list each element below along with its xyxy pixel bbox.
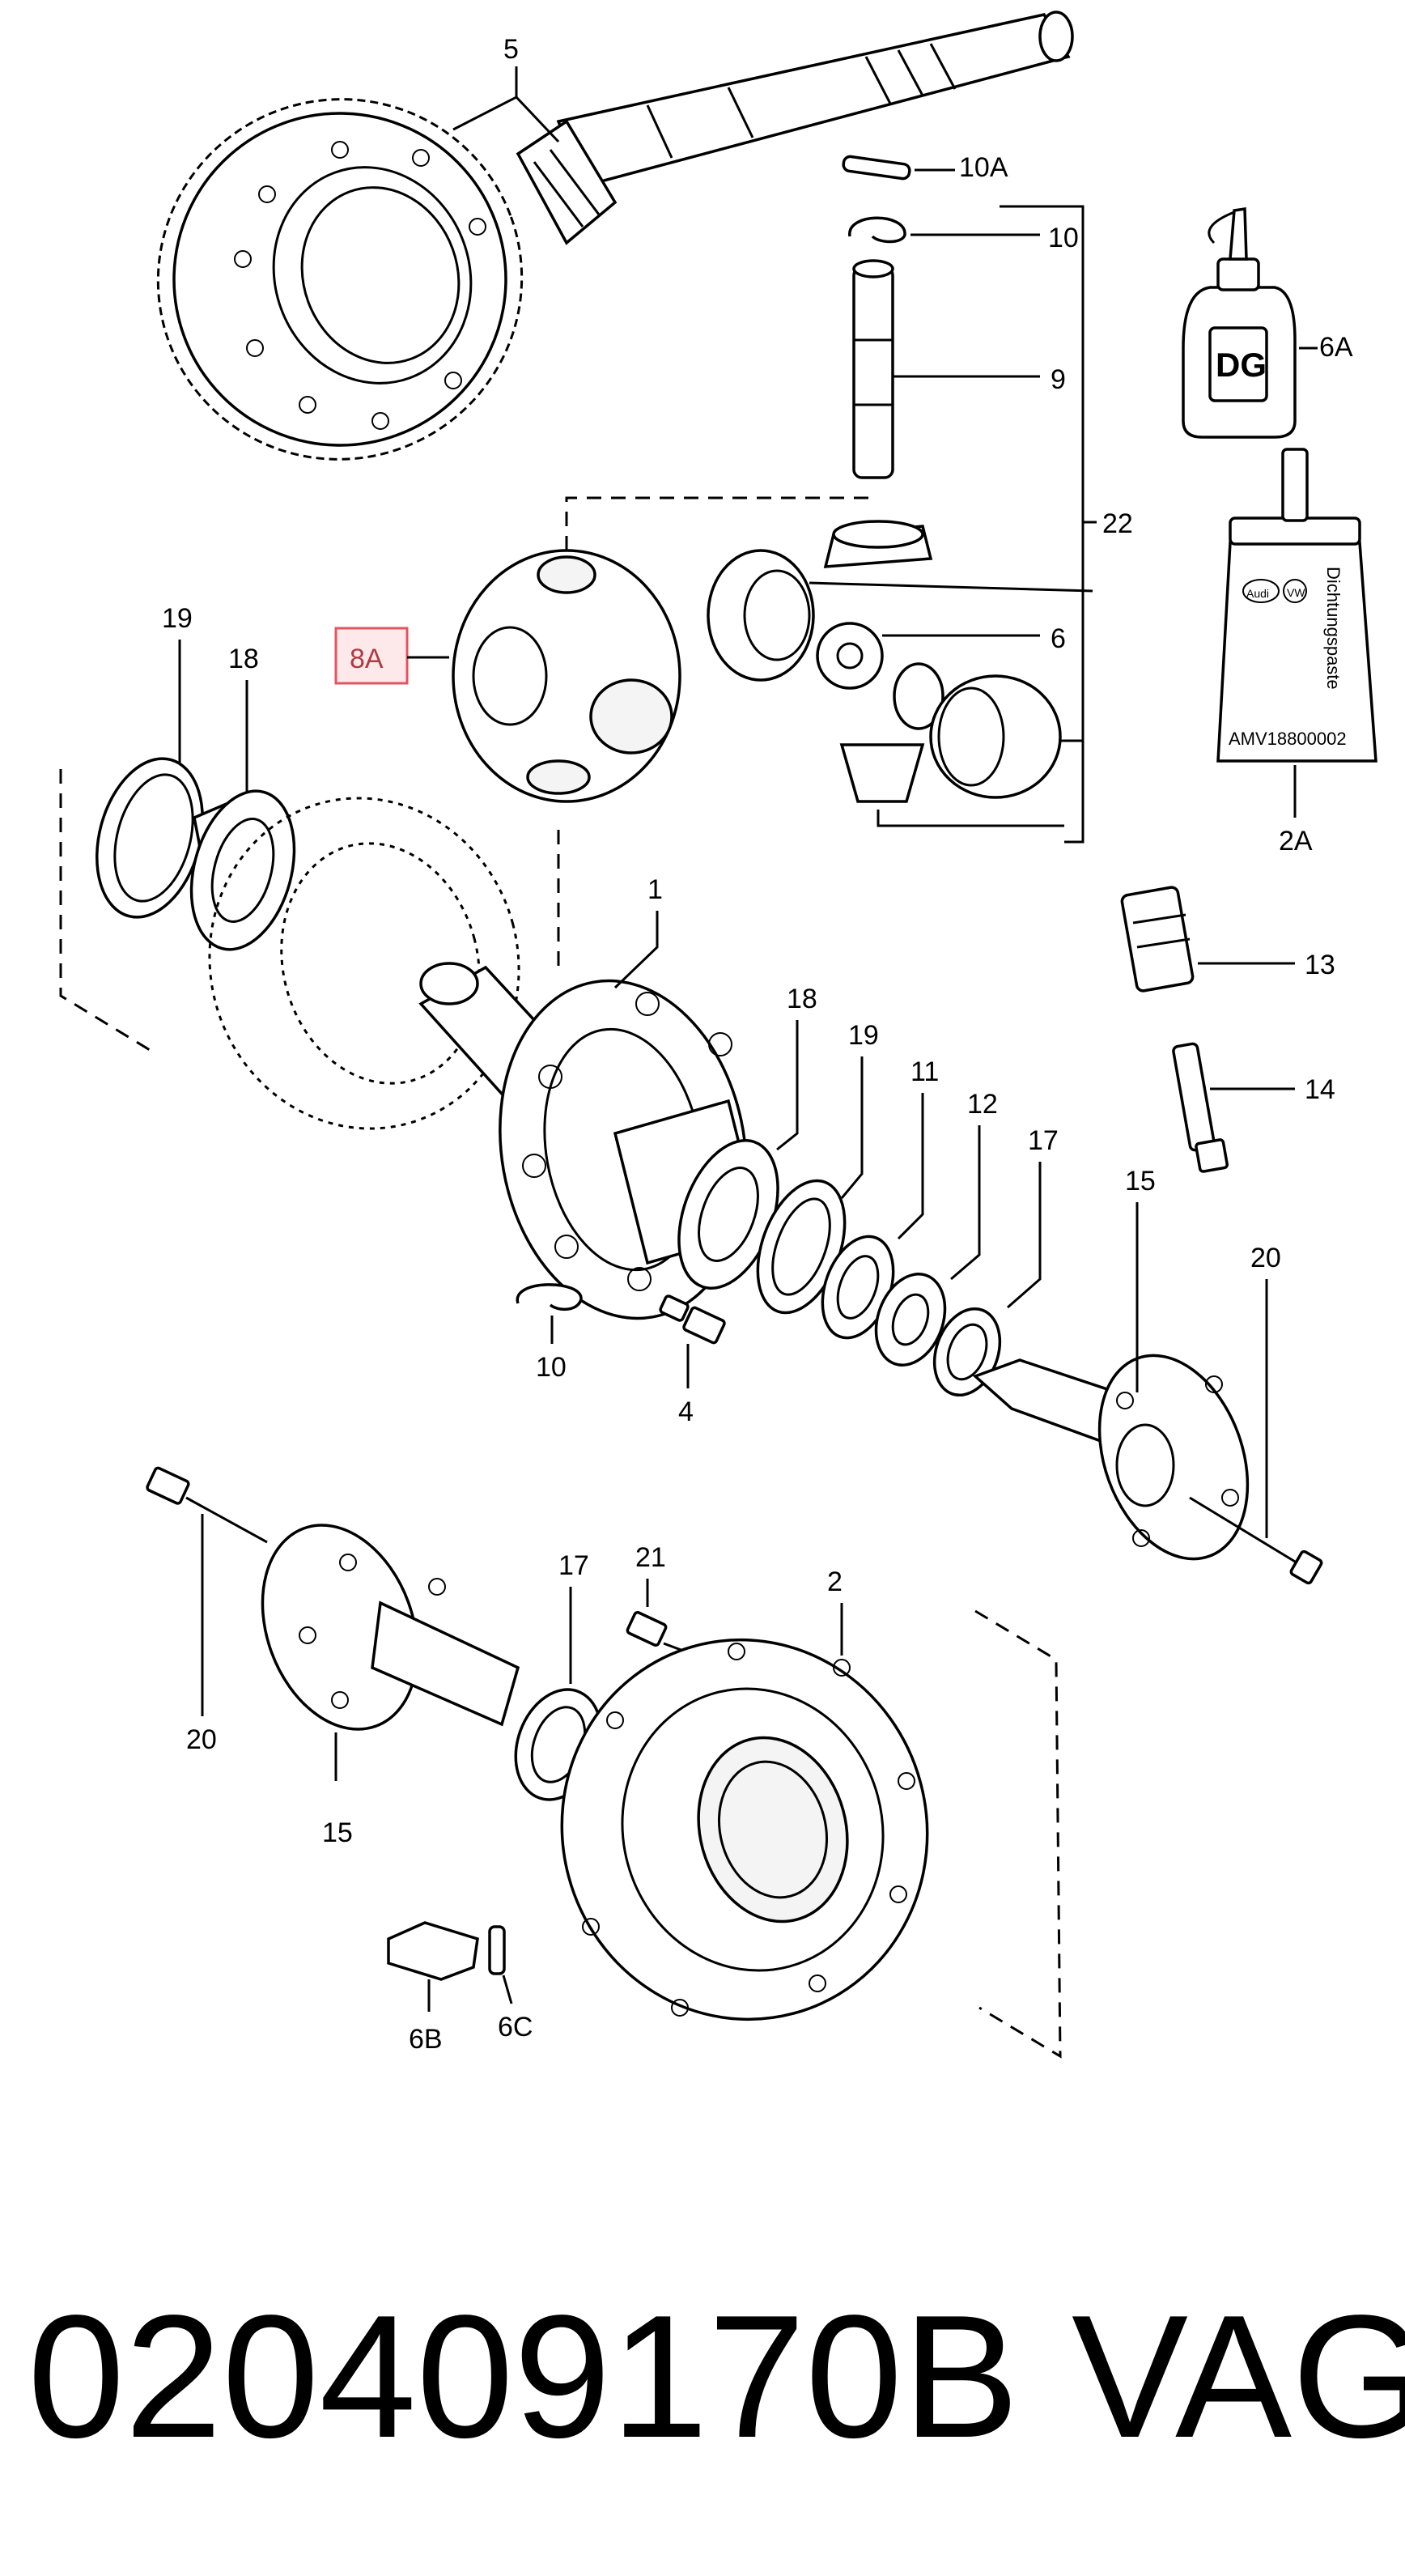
part-number: 020409170B [28, 2278, 1020, 2474]
label-6: 6 [1051, 623, 1066, 654]
label-22: 22 [1102, 508, 1133, 539]
dash-8a [565, 496, 870, 550]
ring-gear-outline [208, 797, 520, 1130]
label-17-bottom: 17 [558, 1550, 589, 1581]
label-10a: 10A [959, 152, 1008, 183]
highlight-8a [334, 627, 409, 685]
label-12: 12 [967, 1089, 998, 1120]
leader-19-mid [840, 1056, 864, 1199]
label-5: 5 [503, 34, 519, 65]
label-20-mid: 20 [1250, 1243, 1281, 1273]
bolt-part-20-mid [1189, 1496, 1323, 1585]
leader-18-mid [776, 1020, 799, 1151]
flange-shaft-part-15-mid [972, 1354, 1250, 1561]
tube-logo-right: VW [1287, 586, 1305, 599]
leader-5 [452, 66, 518, 131]
speedo-gear-part-11 [821, 1235, 895, 1340]
bearing-part-18-mid [677, 1139, 779, 1290]
label-10-top: 10 [1048, 223, 1079, 253]
ring-gear-outline-inner [280, 842, 481, 1085]
leader-17-mid [1007, 1162, 1042, 1309]
flange-shaft-part-15-bottom [261, 1524, 520, 1731]
dash-cover [974, 1609, 1062, 2059]
label-8a: 8A [350, 644, 384, 674]
bracket-22 [1000, 205, 1085, 844]
leader-5b [515, 96, 560, 143]
label-13: 13 [1305, 950, 1335, 980]
label-19-mid: 19 [848, 1020, 879, 1051]
label-6b: 6B [409, 2024, 443, 2055]
label-1: 1 [647, 874, 663, 905]
label-15-bottom: 15 [322, 1817, 353, 1848]
label-21: 21 [635, 1542, 666, 1573]
sealing-paste-tube-part-2a: Audi VW Dichtungspaste AMV18800002 [1216, 448, 1377, 763]
leader-11 [897, 1093, 924, 1240]
leader-22b [809, 581, 1093, 593]
label-20-bottom: 20 [186, 1724, 217, 1755]
caption: 020409170B VAG [28, 2263, 1405, 2489]
tube-text: Dichtungspaste [1323, 567, 1343, 690]
circlip-part-10-bottom [516, 1283, 583, 1311]
label-2: 2 [827, 1566, 843, 1597]
nut-part-12 [874, 1273, 947, 1367]
label-6a: 6A [1319, 332, 1353, 363]
tube-logo-left: Audi [1246, 587, 1269, 600]
label-9: 9 [1051, 364, 1066, 395]
leader-12 [950, 1125, 981, 1281]
label-11: 11 [910, 1056, 939, 1087]
pin-part-6c [488, 1925, 506, 1975]
leader-6c [502, 1975, 513, 2004]
label-19-left: 19 [162, 603, 193, 634]
ring-gear-and-pinion-part-5 [156, 11, 1074, 461]
label-6c: 6C [498, 2012, 533, 2043]
label-14: 14 [1305, 1074, 1335, 1105]
label-4: 4 [678, 1396, 694, 1427]
key-part-6b [387, 1921, 479, 1981]
pinion-shaft-part-9 [852, 259, 894, 479]
adhesive-bottle-part-6a: DG [1182, 206, 1297, 439]
exploded-parts-diagram: 5 10A 10 9 22 DG 6A Audi VW Dich [59, 11, 1377, 2059]
label-10-bottom: 10 [536, 1352, 567, 1383]
speedo-pinion-part-14 [1172, 1042, 1229, 1173]
pin-part-10a [842, 155, 911, 181]
label-17-mid: 17 [1028, 1125, 1059, 1156]
bolt-part-4 [659, 1294, 726, 1345]
tube-code: AMV18800002 [1229, 729, 1347, 749]
brand-name: VAG [1072, 2278, 1405, 2474]
differential-gears-part-6 [707, 520, 1062, 803]
circlip-part-10-top [848, 216, 906, 244]
speedo-drive-part-13 [1120, 886, 1195, 993]
label-15-mid: 15 [1125, 1166, 1156, 1197]
leader-6c [877, 810, 1064, 827]
dash-left-group [59, 769, 155, 1054]
label-2a: 2A [1279, 826, 1313, 857]
label-18-mid: 18 [787, 984, 817, 1014]
bottle-label: DG [1216, 346, 1267, 384]
bolt-part-20-bottom [146, 1466, 268, 1544]
leader-1 [613, 911, 659, 989]
label-18-left: 18 [228, 644, 259, 674]
housing-cover-part-2 [560, 1638, 929, 2021]
differential-housing-part-8a [452, 549, 681, 803]
